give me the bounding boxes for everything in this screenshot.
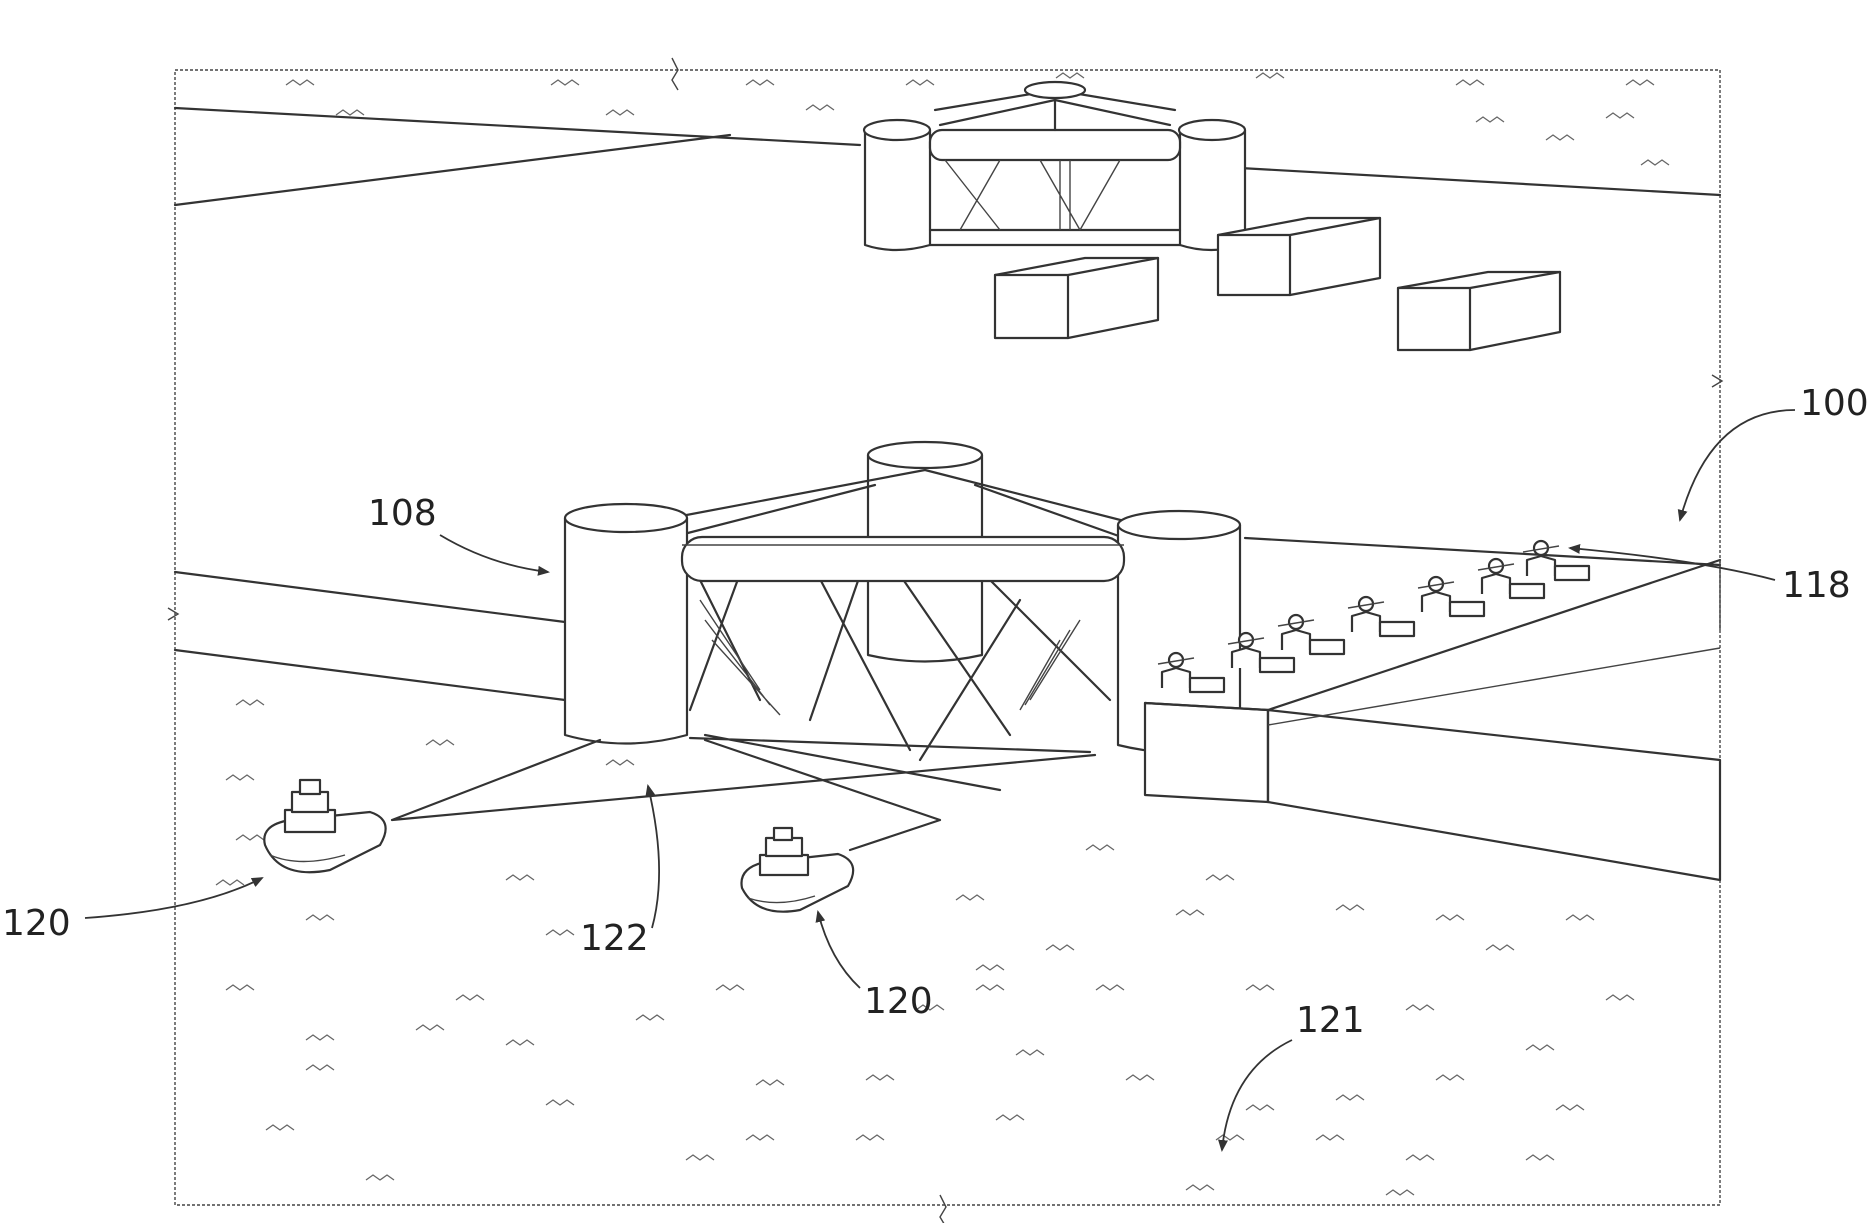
tug-boat-left [264, 780, 385, 872]
wave-mark [306, 1035, 334, 1040]
wave-mark [336, 110, 364, 115]
wave-mark [956, 895, 984, 900]
wave-mark [1566, 915, 1594, 920]
wave-mark [1336, 905, 1364, 910]
wave-mark [716, 985, 744, 990]
wave-mark [1546, 135, 1574, 140]
wave-mark [286, 80, 314, 85]
tug-boat-right [741, 828, 853, 912]
wave-mark [546, 1100, 574, 1105]
wave-mark [1016, 1050, 1044, 1055]
wave-mark [1476, 117, 1504, 122]
wave-mark [1256, 73, 1284, 78]
wave-mark [1316, 1135, 1344, 1140]
wave-mark [1186, 1185, 1214, 1190]
wave-mark [306, 915, 334, 920]
wave-mark [1406, 1155, 1434, 1160]
cargo-blocks [995, 218, 1560, 350]
label-120-left: 120 [2, 903, 71, 944]
wave-mark [1246, 985, 1274, 990]
wave-mark [1436, 1075, 1464, 1080]
label-120-right: 120 [864, 981, 933, 1022]
wave-mark [806, 105, 834, 110]
bollard [1348, 597, 1414, 636]
wave-mark [1126, 1075, 1154, 1080]
wave-mark [226, 985, 254, 990]
wave-mark [1626, 80, 1654, 85]
wave-mark [1606, 113, 1634, 118]
bollard [1523, 541, 1589, 580]
wave-mark [1246, 1105, 1274, 1110]
wave-mark [1456, 80, 1484, 85]
wave-mark [996, 1115, 1024, 1120]
far-platform [864, 82, 1245, 250]
wave-mark [636, 1015, 664, 1020]
wave-mark [1086, 845, 1114, 850]
wave-mark [266, 1125, 294, 1130]
wave-mark [976, 965, 1004, 970]
wave-mark [686, 1155, 714, 1160]
wave-mark [551, 80, 579, 85]
label-108: 108 [368, 493, 437, 534]
wave-mark [1096, 985, 1124, 990]
wave-mark [606, 110, 634, 115]
wave-mark [906, 80, 934, 85]
label-118: 118 [1782, 565, 1851, 606]
wave-mark [426, 740, 454, 745]
wave-mark [1176, 910, 1204, 915]
label-121: 121 [1296, 1000, 1365, 1041]
wave-mark [236, 835, 264, 840]
wave-mark [1526, 1155, 1554, 1160]
wave-mark [746, 1135, 774, 1140]
bollard [1418, 577, 1484, 616]
label-100: 100 [1800, 383, 1869, 424]
wave-mark [1336, 1095, 1364, 1100]
wave-mark [606, 760, 634, 765]
wave-mark [1056, 73, 1084, 78]
wave-mark [866, 1075, 894, 1080]
wave-mark [1046, 945, 1074, 950]
wave-mark [1556, 1105, 1584, 1110]
wave-mark [1526, 1045, 1554, 1050]
wave-mark [236, 700, 264, 705]
semi-submersible-108 [565, 442, 1240, 790]
wave-mark [1216, 1135, 1244, 1140]
wave-mark [1386, 1190, 1414, 1195]
wave-mark [226, 775, 254, 780]
wave-mark [746, 80, 774, 85]
wave-mark [506, 875, 534, 880]
wave-mark [306, 1065, 334, 1070]
wave-mark [506, 1040, 534, 1045]
wave-mark [1486, 945, 1514, 950]
wave-mark [546, 930, 574, 935]
label-122: 122 [580, 918, 649, 959]
wave-mark [756, 1080, 784, 1085]
wave-mark [1606, 995, 1634, 1000]
tow-lines-122 [392, 740, 1095, 850]
wave-mark [976, 985, 1004, 990]
bollard [1278, 615, 1344, 654]
wave-mark [1436, 915, 1464, 920]
wave-mark [416, 1025, 444, 1030]
wave-mark [456, 995, 484, 1000]
wave-mark [1206, 875, 1234, 880]
wave-mark [856, 1135, 884, 1140]
wave-mark [1641, 160, 1669, 165]
wave-mark [366, 1175, 394, 1180]
wave-mark [216, 880, 244, 885]
wave-mark [1406, 1005, 1434, 1010]
